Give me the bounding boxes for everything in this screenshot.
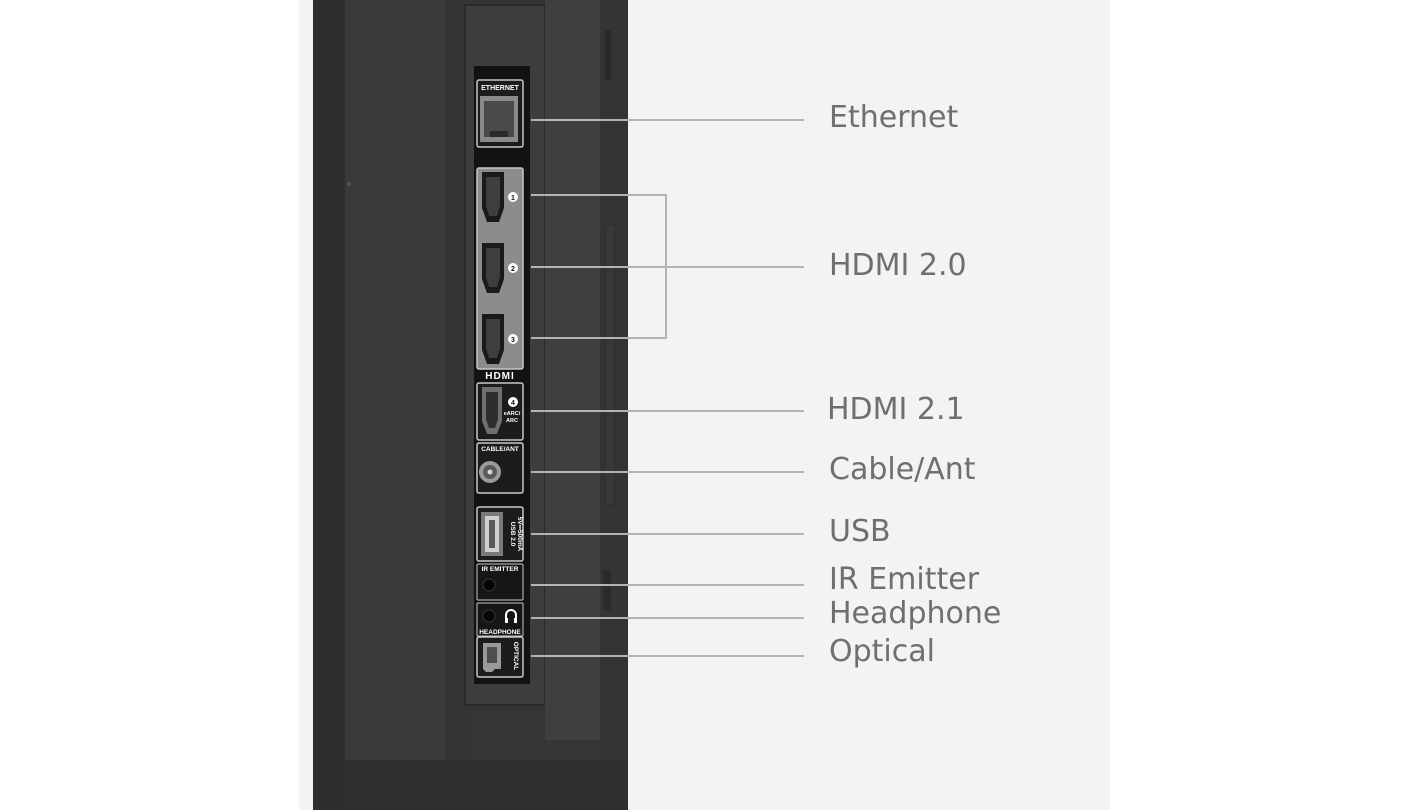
optical-port-icon [483, 643, 501, 672]
optical-port: OPTICAL [476, 636, 524, 678]
callout-ethernet: Ethernet [829, 100, 959, 135]
optical-port-label: OPTICAL [512, 642, 519, 671]
usb-port: USB 2.0 5V⎓500mA [476, 506, 524, 562]
hdmi-2-0-ports: 1 2 3 [476, 167, 524, 370]
hdmi-3-number: 3 [511, 337, 515, 344]
hdmi-1-number: 1 [511, 195, 515, 202]
hdmi-port-icon [482, 314, 504, 364]
hdmi-2-1-port: 4 eARC/ ARC [476, 382, 524, 441]
cable-ant-port: CABLE/ANT [476, 442, 524, 494]
port-panel: ETHERNET 1 2 [474, 66, 530, 684]
earc-label-line2: ARC [506, 418, 518, 424]
hdmi-port-icon [482, 387, 502, 434]
callout-cable-ant: Cable/Ant [829, 452, 976, 487]
callout-hdmi-2-1: HDMI 2.1 [827, 392, 965, 427]
callout-headphone: Headphone [829, 596, 1002, 631]
callout-ir-emitter: IR Emitter [829, 562, 980, 597]
callout-usb: USB [829, 514, 891, 549]
callout-optical: Optical [829, 634, 935, 669]
ir-emitter-port: IR EMITTER [476, 563, 524, 601]
usb-port-icon [481, 512, 503, 556]
usb-label-line2: 5V⎓500mA [516, 517, 523, 552]
leader-lines [531, 119, 804, 657]
earc-label-line1: eARC/ [504, 411, 521, 417]
ethernet-port: ETHERNET [476, 79, 524, 148]
hdmi-4-number: 4 [511, 400, 515, 407]
ethernet-jack-icon [480, 96, 518, 142]
coax-connector-icon [479, 461, 501, 483]
ethernet-port-label: ETHERNET [481, 85, 519, 92]
headphone-port-label: HEADPHONE [479, 629, 521, 636]
headphone-port: HEADPHONE [476, 602, 524, 637]
ir-emitter-port-label: IR EMITTER [482, 566, 519, 573]
cable-ant-port-label: CABLE/ANT [481, 446, 519, 453]
hdmi-port-icon [482, 172, 504, 222]
usb-label-line1: USB 2.0 [509, 522, 516, 547]
hdmi-port-icon [482, 243, 504, 293]
callout-hdmi-2-0: HDMI 2.0 [829, 248, 967, 283]
headphone-icon [505, 609, 517, 623]
hdmi-2-number: 2 [511, 266, 515, 273]
hdmi-logo: HDMI [485, 371, 515, 382]
tv-body [313, 0, 628, 810]
